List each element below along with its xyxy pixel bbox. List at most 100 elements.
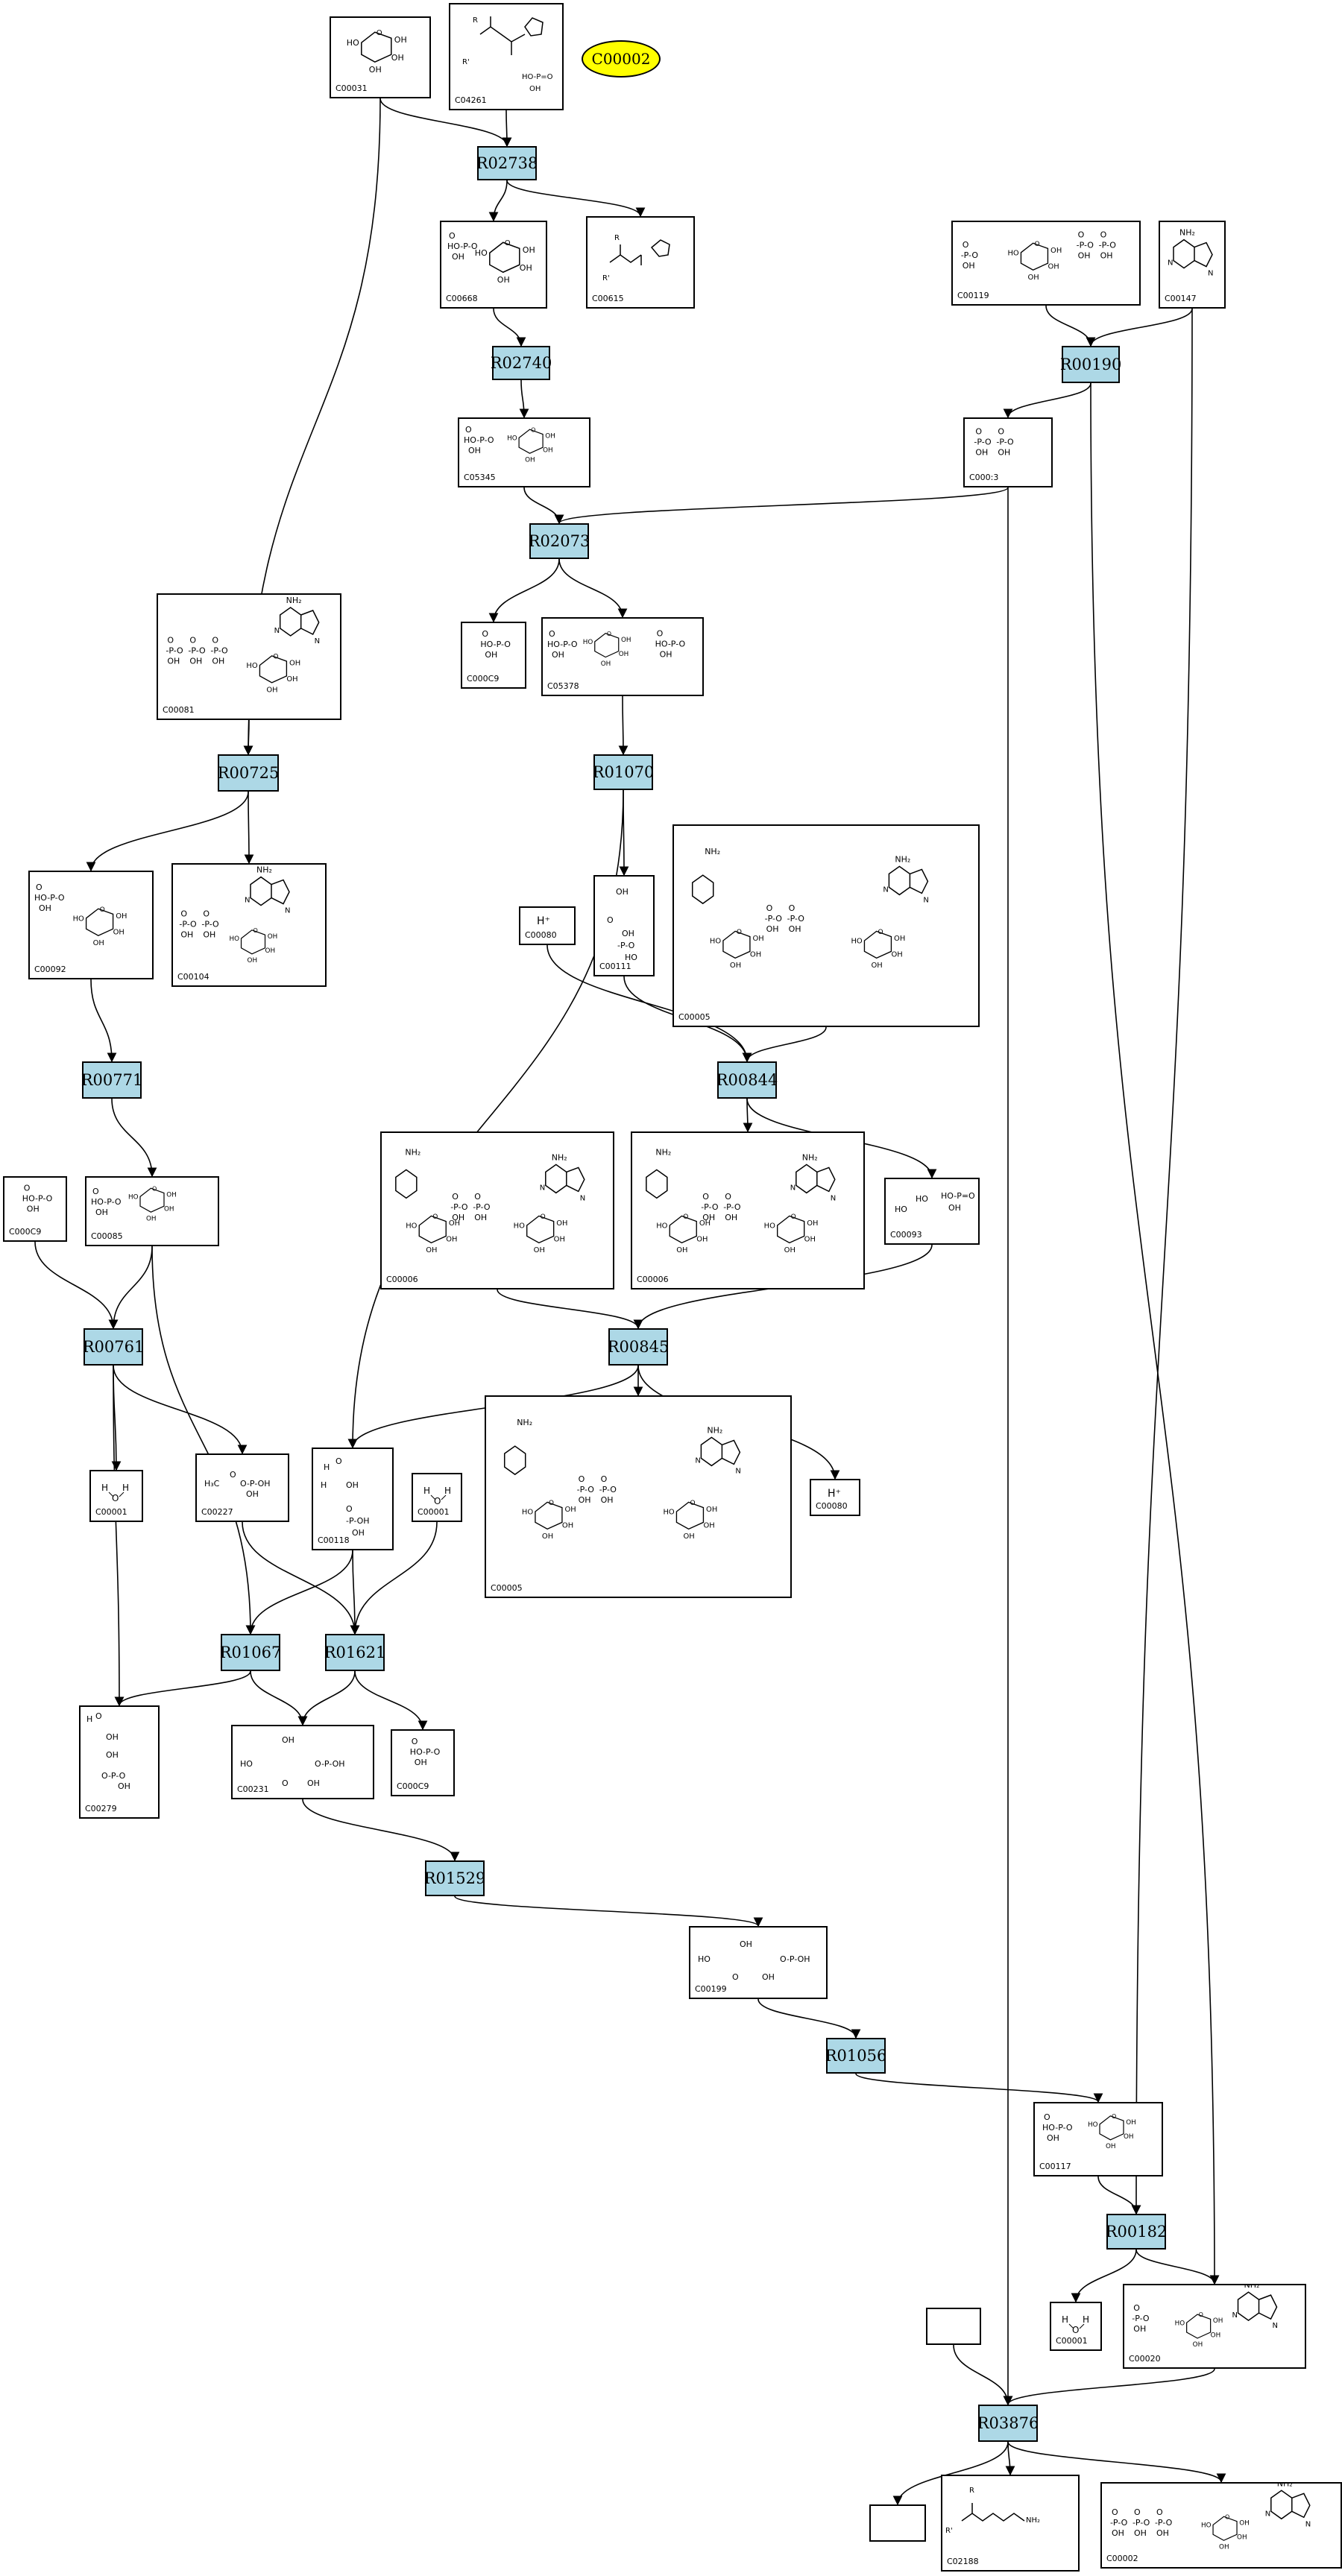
reaction-r02073-node[interactable]: R02073 xyxy=(529,523,590,559)
svg-text:-P-O: -P-O xyxy=(787,914,805,924)
svg-text:OH: OH xyxy=(676,1246,687,1254)
svg-text:O: O xyxy=(434,1496,441,1506)
reaction-r00845-node[interactable]: R00845 xyxy=(608,1328,669,1366)
reaction-r01056-node[interactable]: R01056 xyxy=(825,2038,886,2074)
svg-text:O: O xyxy=(657,628,664,638)
svg-text:-P-O: -P-O xyxy=(1077,241,1094,250)
svg-text:NH₂: NH₂ xyxy=(802,1152,818,1162)
compound-blank-node[interactable] xyxy=(926,2308,981,2345)
svg-text:OH: OH xyxy=(346,1480,359,1490)
svg-text:N: N xyxy=(580,1194,585,1202)
svg-text:OH: OH xyxy=(963,261,975,271)
svg-text:O-P-OH: O-P-OH xyxy=(315,1759,345,1769)
edge-r01067-to-c00279 xyxy=(114,1670,251,1707)
svg-text:HO: HO xyxy=(1201,2522,1212,2530)
reaction-r01529-node[interactable]: R01529 xyxy=(424,1860,485,1896)
svg-text:OH: OH xyxy=(601,660,611,668)
svg-text:HO: HO xyxy=(1175,2320,1185,2327)
edge-c05345-to-r02073 xyxy=(523,487,564,525)
svg-text:OH: OH xyxy=(998,448,1010,458)
svg-text:O: O xyxy=(789,903,796,913)
svg-text:O: O xyxy=(878,929,883,936)
svg-text:HO: HO xyxy=(698,1954,711,1964)
svg-text:O: O xyxy=(167,636,174,645)
edge-c00668-to-r02740 xyxy=(493,308,526,347)
compound-id-label: C00002 xyxy=(1106,2554,1138,2563)
svg-text:O: O xyxy=(36,883,42,892)
reaction-r00182-node[interactable]: R00182 xyxy=(1106,2214,1167,2250)
reaction-r00844-node[interactable]: R00844 xyxy=(716,1061,778,1099)
reaction-r01067-node[interactable]: R01067 xyxy=(220,1634,281,1671)
svg-text:H₃C: H₃C xyxy=(204,1479,220,1489)
svg-text:O: O xyxy=(531,426,535,433)
reaction-r03876-node[interactable]: R03876 xyxy=(977,2405,1039,2442)
reaction-r00190-node[interactable]: R00190 xyxy=(1060,346,1121,383)
svg-text:OH: OH xyxy=(1219,2543,1229,2551)
svg-text:OH: OH xyxy=(307,1778,320,1788)
compound-id-label: C00092 xyxy=(34,965,66,974)
reaction-r00725-node[interactable]: R00725 xyxy=(218,754,279,792)
edge-c00006a-to-r00845 xyxy=(497,1289,643,1330)
svg-text:OH: OH xyxy=(750,951,761,959)
reaction-r00771-node[interactable]: R00771 xyxy=(81,1061,142,1099)
svg-text:-P-O: -P-O xyxy=(974,438,992,447)
compound-blank-node[interactable] xyxy=(869,2504,926,2542)
svg-text:OH: OH xyxy=(468,446,481,455)
svg-text:OH: OH xyxy=(265,947,276,955)
reaction-r00761-node[interactable]: R00761 xyxy=(83,1328,144,1366)
svg-text:OH: OH xyxy=(1106,2143,1116,2150)
reaction-r01621-node[interactable]: R01621 xyxy=(324,1634,385,1671)
svg-text:O: O xyxy=(1044,2112,1050,2122)
reaction-r02740-node[interactable]: R02740 xyxy=(491,346,552,380)
compound-c00080-node[interactable]: H⁺C00080 xyxy=(810,1479,860,1516)
reaction-r01070-node[interactable]: R01070 xyxy=(593,754,654,790)
svg-text:N: N xyxy=(923,896,928,904)
svg-text:-P-O: -P-O xyxy=(210,646,228,656)
svg-text:OH: OH xyxy=(975,448,988,458)
reaction-r02738-node[interactable]: R02738 xyxy=(476,146,538,180)
compound-c00080-node[interactable]: H⁺C00080 xyxy=(519,906,576,945)
svg-text:-P-O: -P-O xyxy=(1155,2518,1173,2528)
highlight-compound-ellipse[interactable]: C00002 xyxy=(582,40,661,78)
svg-text:O-P-OH: O-P-OH xyxy=(780,1954,810,1964)
svg-text:OH: OH xyxy=(180,930,193,940)
svg-text:OH: OH xyxy=(696,1236,708,1244)
edge-c00231-to-r01529 xyxy=(302,1799,460,1862)
svg-text:-P-O: -P-O xyxy=(1132,2518,1150,2528)
